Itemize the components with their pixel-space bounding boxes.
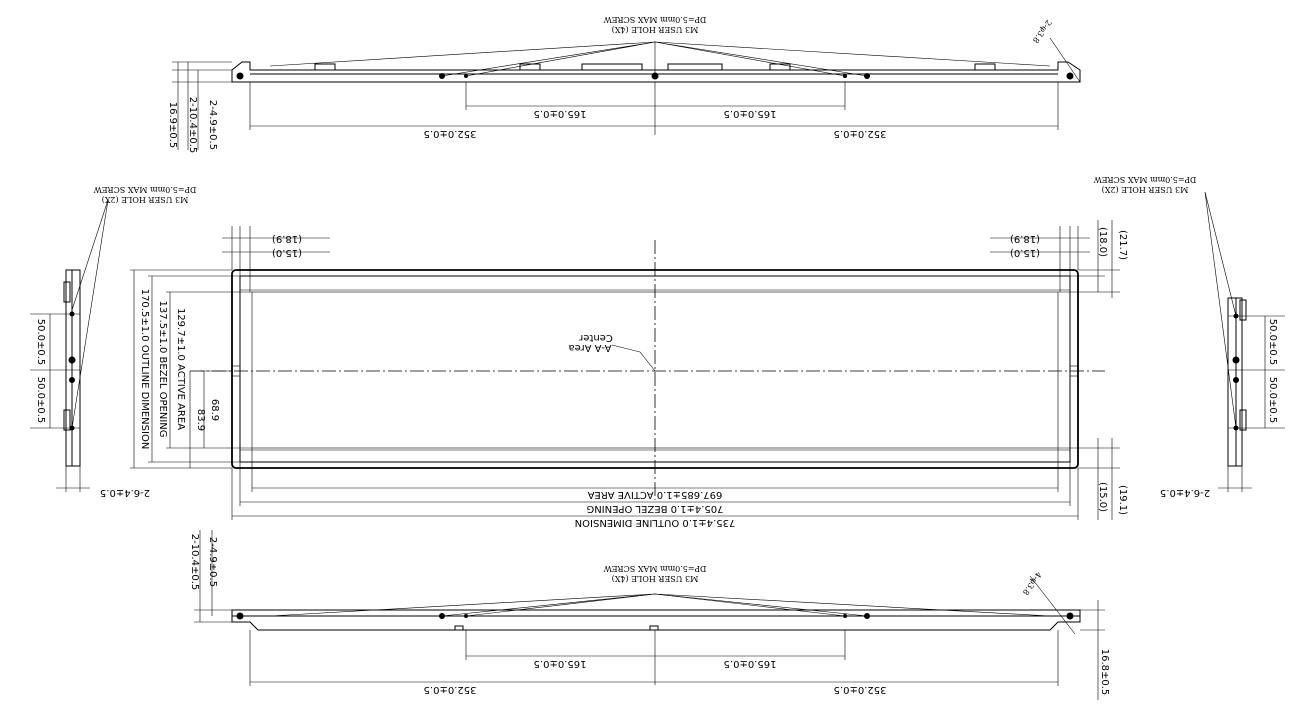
top-dim-outer-left: 352.0±0.5	[424, 128, 477, 139]
right-top-dim-a: (18.0)	[1097, 227, 1108, 257]
left-side-hole	[69, 377, 75, 383]
top-dim-left-inner: 2-4.9±0.5	[207, 100, 218, 150]
bottom-hole	[864, 613, 870, 619]
left-dim-bottom: 2-6.4±0.5	[100, 487, 150, 498]
right-screw-note-1: M3 USER HOLE (2X)	[1102, 185, 1189, 194]
top-leader-lines	[441, 41, 656, 77]
top-screw-note-2: DP=5.0mm MAX SCREW	[603, 15, 707, 24]
bottom-dim-inner-left: 165.0±0.5	[534, 658, 587, 669]
top-hole	[439, 73, 445, 79]
top-dim-inner-left: 165.0±0.5	[534, 108, 587, 119]
dim-outline-width: 735.4±1.0 OUTLINE DIMENSION	[575, 517, 736, 528]
right-side-hole	[1232, 356, 1240, 364]
dim-half-b: 83.9	[195, 409, 206, 431]
right-top-dim-b: (21.7)	[1117, 230, 1128, 260]
top-view: M3 USER HOLE (4X) DP=5.0mm MAX SCREW 2-φ…	[167, 15, 1081, 154]
right-dim-lower: 50.0±0.5	[1267, 377, 1278, 424]
top-left-inner-dim: (15.0)	[272, 247, 302, 258]
dim-bezel-width: 705.4±1.0 BEZEL OPENING	[586, 503, 723, 514]
top-hole	[464, 74, 468, 78]
bottom-dim-left-inner: 2-4.9±0.5	[207, 537, 218, 587]
top-hole	[1066, 72, 1074, 80]
bottom-screw-note-2: DP=5.0mm MAX SCREW	[603, 564, 707, 573]
left-screw-note-2: DP=5.0mm MAX SCREW	[93, 185, 197, 194]
bottom-screw-note-1: M3 USER HOLE (4X)	[612, 574, 699, 583]
top-hole	[651, 72, 659, 80]
top-dim-left-mid: 2-10.4±0.5	[187, 97, 198, 154]
bottom-bezel-profile	[231, 609, 1081, 631]
bottom-dim-outer-left: 352.0±0.5	[424, 684, 477, 695]
dim-half-a: 68.9	[209, 399, 220, 421]
left-screw-note-1: M3 USER HOLE (2X)	[102, 195, 189, 204]
dim-bezel-height: 137.5±1.0 BEZEL OPENING	[157, 300, 168, 437]
left-dim-upper: 50.0±0.5	[35, 319, 46, 366]
top-bezel-profile	[231, 61, 1081, 83]
dim-active-width: 697.685±1.0 ACTIVE AREA	[587, 489, 722, 500]
top-hole	[843, 74, 847, 78]
right-bottom-dim-b: (19.1)	[1117, 485, 1128, 515]
top-right-outer-dim: (18.9)	[1010, 233, 1040, 244]
bottom-hole	[439, 613, 445, 619]
left-side-hole	[68, 356, 76, 364]
top-dim-left-outer: 16.9±0.5	[167, 102, 178, 149]
bottom-view: M3 USER HOLE (4X) DP=5.0mm MAX SCREW 4-φ…	[189, 530, 1110, 700]
right-bottom-dim-a: (15.0)	[1097, 482, 1108, 512]
top-dim-outer-right: 352.0±0.5	[834, 128, 887, 139]
top-hole	[864, 73, 870, 79]
bottom-dim-inner-right: 165.0±0.5	[724, 658, 777, 669]
bottom-hole	[843, 614, 847, 618]
bottom-dim-left-mid: 2-10.4±0.5	[189, 534, 200, 591]
right-screw-note-2: DP=5.0mm MAX SCREW	[1093, 175, 1197, 184]
left-dim-lower: 50.0±0.5	[35, 377, 46, 424]
top-screw-note-1: M3 USER HOLE (4X)	[612, 25, 699, 34]
top-right-inner-dim: (15.0)	[1010, 247, 1040, 258]
dim-outline-height: 170.5±1.0 OUTLINE DIMENSION	[139, 289, 150, 450]
front-view: Center A-A Area (18.9) (15.0) (18.9) (15…	[130, 220, 1128, 528]
bottom-dim-right: 16.8±0.5	[1099, 649, 1110, 696]
center-label-1: Center	[578, 332, 613, 343]
right-side-view: M3 USER HOLE (2X) DP=5.0mm MAX SCREW 50.…	[1093, 175, 1285, 498]
top-dim-inner-right: 165.0±0.5	[724, 108, 777, 119]
bottom-corner-holes-label: 4-φ3.8	[1021, 570, 1043, 597]
right-dim-bottom: 2-6.4±0.5	[1160, 487, 1210, 498]
top-left-outer-dim: (18.9)	[272, 233, 302, 244]
top-leader-lines-right	[654, 41, 868, 77]
bottom-hole	[236, 612, 244, 620]
center-label-2: A-A Area	[568, 342, 611, 353]
right-dim-upper: 50.0±0.5	[1267, 319, 1278, 366]
top-corner-holes-label: 2-φ3.8	[1031, 18, 1053, 45]
bottom-hole	[464, 614, 468, 618]
bottom-dim-outer-right: 352.0±0.5	[834, 684, 887, 695]
bottom-hole	[1066, 612, 1074, 620]
left-side-view: M3 USER HOLE (2X) DP=5.0mm MAX SCREW 50.…	[30, 185, 196, 498]
left-side-profile	[65, 269, 81, 467]
right-side-hole	[1233, 377, 1239, 383]
top-hole	[236, 72, 244, 80]
dim-active-height: 129.7±1.0 ACTIVE AREA	[175, 308, 186, 430]
